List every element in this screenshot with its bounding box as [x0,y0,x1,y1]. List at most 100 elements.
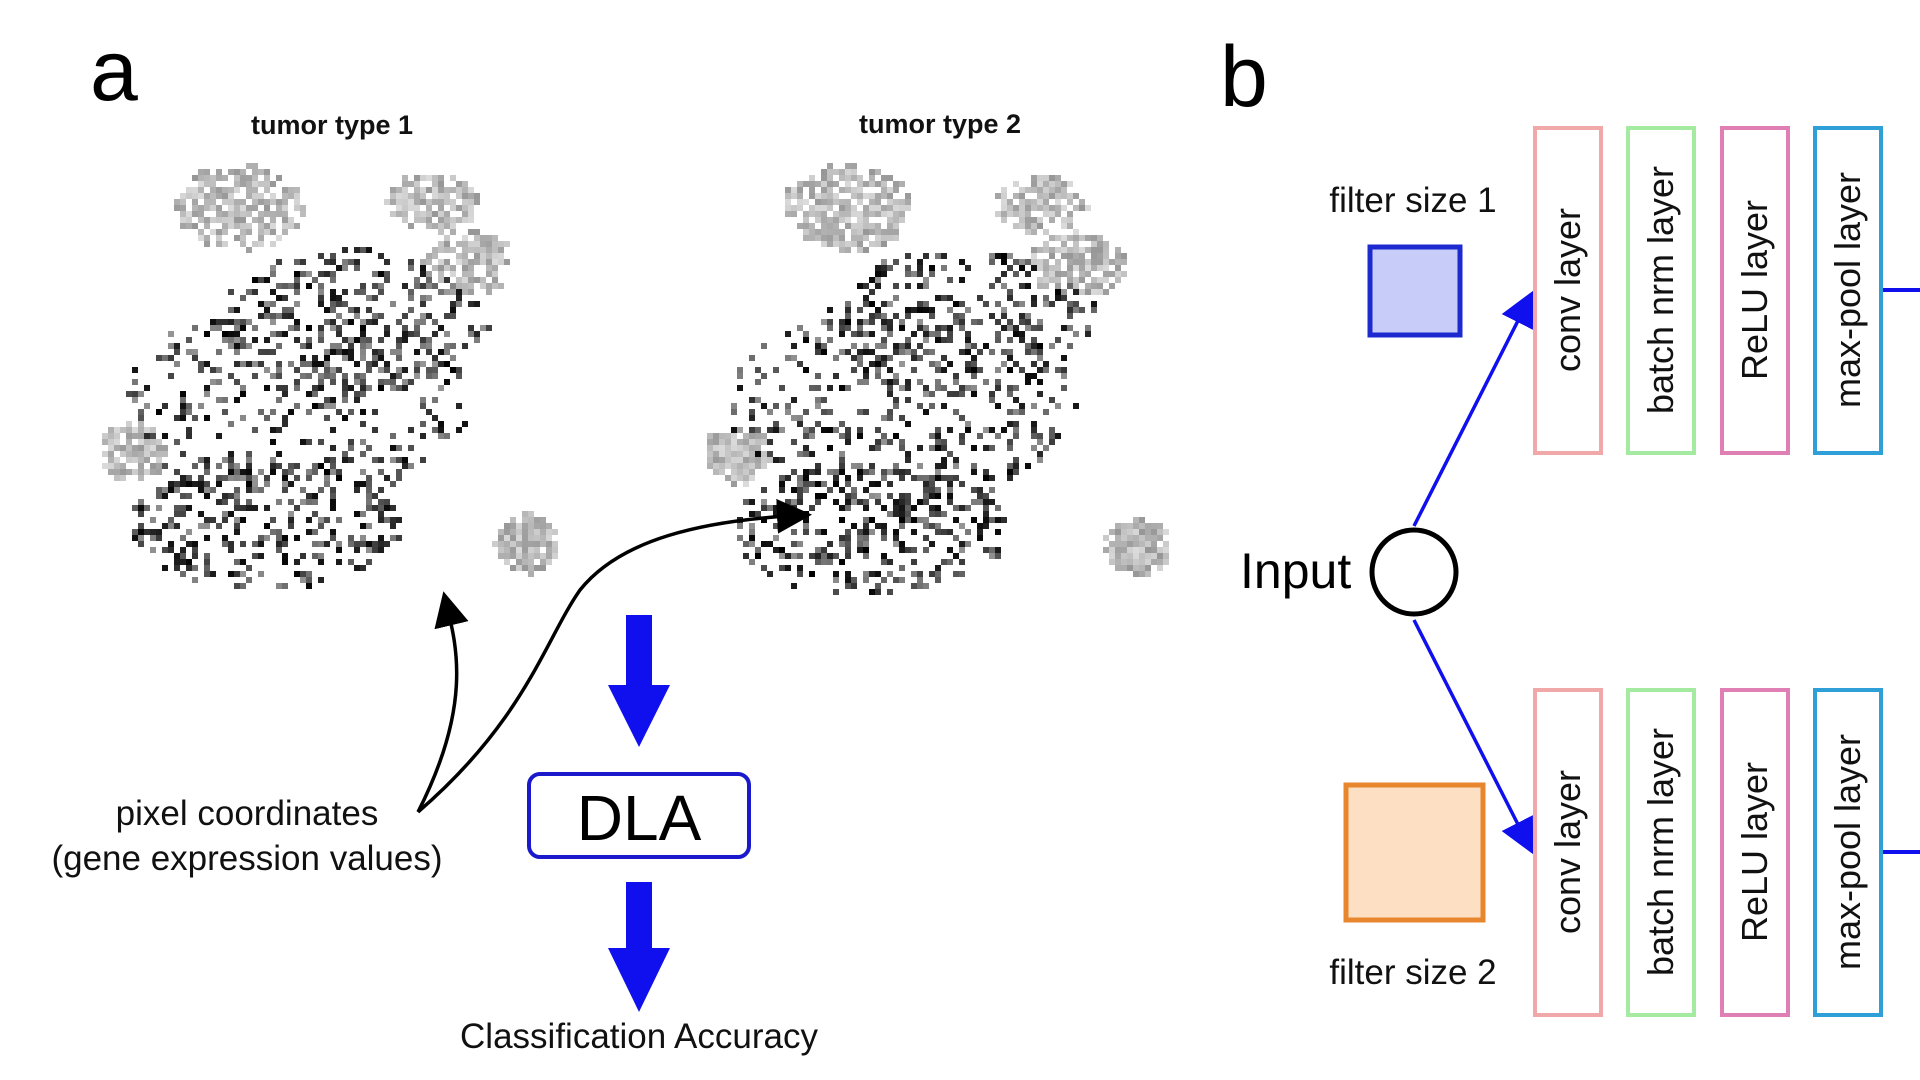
heatmap-pixel [899,577,905,583]
heatmap-pixel [869,301,875,307]
heatmap-pixel [917,325,923,331]
heatmap-pixel [372,427,378,433]
heatmap-pixel [1049,301,1055,307]
heatmap-pixel [989,313,995,319]
heatmap-pixel [953,475,959,481]
heatmap-pixel [971,469,977,475]
heatmap-pixel [851,163,857,169]
heatmap-pixel [504,535,510,541]
heatmap-pixel [857,187,863,193]
heatmap-pixel [725,451,731,457]
heatmap-pixel [995,319,1001,325]
heatmap-pixel [324,349,330,355]
heatmap-pixel [234,523,240,529]
heatmap-pixel [1043,241,1049,247]
heatmap-tumor-type-2 [707,163,1169,595]
heatmap-pixel [516,523,522,529]
heatmap-pixel [875,343,881,349]
heatmap-pixel [240,391,246,397]
heatmap-pixel [1061,193,1067,199]
heatmap-pixel [378,487,384,493]
heatmap-pixel [498,535,504,541]
heatmap-pixel [216,433,222,439]
heatmap-pixel [390,385,396,391]
heatmap-pixel [456,277,462,283]
heatmap-pixel [444,235,450,241]
heatmap-pixel [1157,553,1163,559]
heatmap-pixel [1067,313,1073,319]
heatmap-pixel [917,583,923,589]
heatmap-pixel [474,253,480,259]
heatmap-pixel [845,241,851,247]
heatmap-pixel [312,385,318,391]
heatmap-pixel [492,265,498,271]
heatmap-pixel [294,475,300,481]
heatmap-pixel [827,319,833,325]
heatmap-pixel [150,445,156,451]
heatmap-pixel [863,373,869,379]
heatmap-pixel [785,205,791,211]
heatmap-pixel [839,421,845,427]
heatmap-pixel [851,355,857,361]
heatmap-pixel [1079,247,1085,253]
heatmap-pixel [336,559,342,565]
heatmap-pixel [959,313,965,319]
heatmap-pixel [881,259,887,265]
heatmap-pixel [761,499,767,505]
heatmap-pixel [270,469,276,475]
heatmap-pixel [318,523,324,529]
heatmap-pixel [270,331,276,337]
heatmap-pixel [180,223,186,229]
heatmap-pixel [402,205,408,211]
heatmap-pixel [204,415,210,421]
heatmap-pixel [240,415,246,421]
heatmap-pixel [372,457,378,463]
heatmap-pixel [839,199,845,205]
heatmap-pixel [1049,397,1055,403]
heatmap-pixel [546,559,552,565]
heatmap-pixel [1025,349,1031,355]
heatmap-pixel [354,391,360,397]
heatmap-pixel [1055,337,1061,343]
heatmap-pixel [1103,259,1109,265]
heatmap-pixel [378,253,384,259]
heatmap-pixel [857,361,863,367]
heatmap-pixel [366,361,372,367]
heatmap-pixel [450,199,456,205]
heatmap-pixel [1037,325,1043,331]
heatmap-pixel [156,493,162,499]
heatmap-pixel [1115,529,1121,535]
heatmap-pixel [294,325,300,331]
heatmap-pixel [1031,403,1037,409]
heatmap-pixel [1025,199,1031,205]
heatmap-pixel [192,211,198,217]
heatmap-pixel [138,427,144,433]
heatmap-pixel [881,175,887,181]
heatmap-pixel [396,445,402,451]
heatmap-pixel [504,559,510,565]
heatmap-pixel [833,235,839,241]
heatmap-pixel [408,223,414,229]
heatmap-pixel [282,481,288,487]
heatmap-pixel [1067,199,1073,205]
heatmap-pixel [731,469,737,475]
heatmap-pixel [1115,265,1121,271]
heatmap-pixel [420,175,426,181]
heatmap-pixel [893,259,899,265]
heatmap-pixel [809,175,815,181]
heatmap-pixel [719,463,725,469]
heatmap-pixel [342,337,348,343]
heatmap-pixel [1001,211,1007,217]
heatmap-pixel [120,451,126,457]
heatmap-pixel [270,319,276,325]
heatmap-pixel [198,235,204,241]
heatmap-pixel [240,229,246,235]
heatmap-pixel [755,433,761,439]
heatmap-pixel [348,535,354,541]
heatmap-pixel [306,493,312,499]
heatmap-pixel [180,397,186,403]
heatmap-pixel [378,283,384,289]
heatmap-pixel [875,355,881,361]
heatmap-pixel [438,421,444,427]
heatmap-pixel [779,475,785,481]
